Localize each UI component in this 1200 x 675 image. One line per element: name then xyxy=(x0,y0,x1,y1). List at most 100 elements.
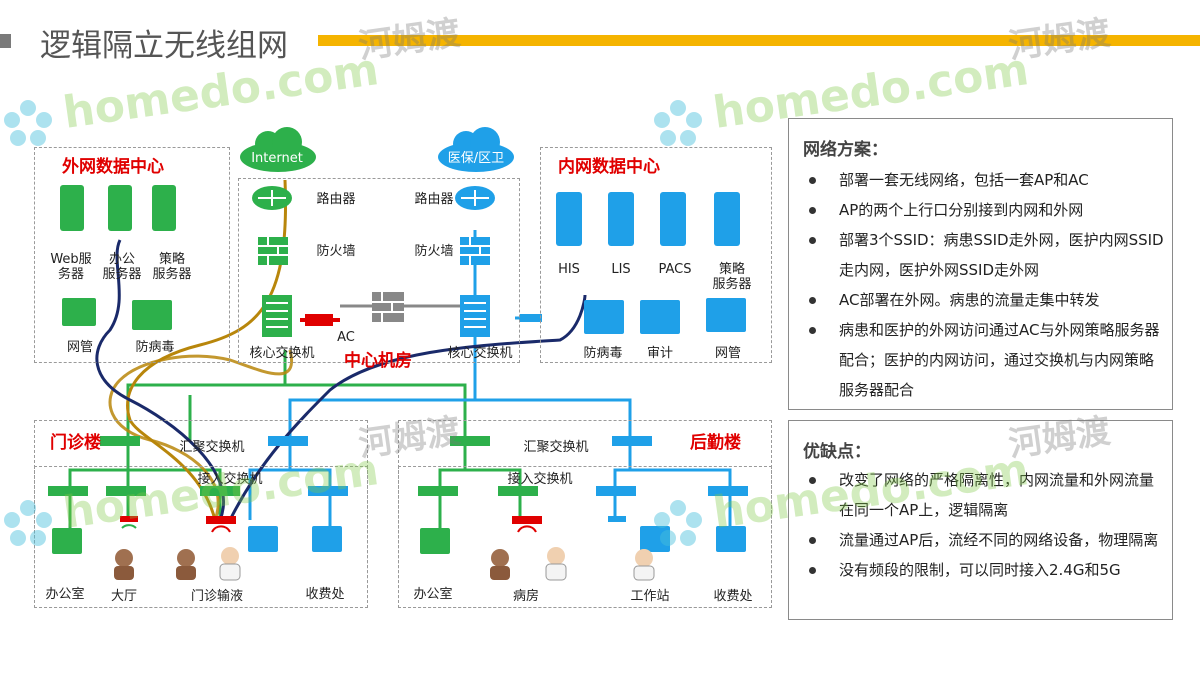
office-server-label: 办公 服务器 xyxy=(102,252,142,282)
inner-datacenter-zone xyxy=(540,147,772,363)
watermark-flower-icon xyxy=(4,100,52,146)
monitor-icon xyxy=(62,298,96,326)
list-item: 部署一套无线网络，包括一套AP和AC xyxy=(803,165,1164,195)
pc-icon xyxy=(420,528,450,554)
antivirus-icon xyxy=(132,300,172,330)
access-point-icon xyxy=(512,516,542,533)
room-label: 办公室 xyxy=(45,587,85,602)
server-icon xyxy=(60,185,84,231)
core-switch-label-right: 核心交换机 xyxy=(447,346,513,361)
switch-icon xyxy=(418,486,458,496)
list-item: 部署3个SSID：病患SSID走外网，医护内网SSID走内网，医护外网SSID走… xyxy=(803,225,1164,285)
room-label: 收费处 xyxy=(713,589,753,604)
list-item: 病患和医护的外网访问通过AC与外网策略服务器配合；医护的内网访问，通过交换机与内… xyxy=(803,315,1164,405)
switch-icon xyxy=(100,436,140,446)
outpatient-access-switch-label: 接入交换机 xyxy=(197,472,263,487)
server-icon xyxy=(108,185,132,231)
antivirus-icon xyxy=(584,300,624,334)
firewall-icon xyxy=(372,292,404,322)
room-label: 收费处 xyxy=(305,587,345,602)
title-accent-bar xyxy=(318,35,1200,46)
patient-flow-path xyxy=(126,179,288,521)
core-switch-icon xyxy=(460,295,490,337)
switch-icon xyxy=(612,436,652,446)
his-label: HIS xyxy=(558,262,580,277)
logistics-access-zone xyxy=(398,466,772,608)
pc-icon xyxy=(52,528,82,554)
pros-cons-list: 改变了网络的严格隔离性，内网流量和外网流量在同一个AP上，逻辑隔离 流量通过AP… xyxy=(803,465,1164,585)
pros-cons-title: 优缺点： xyxy=(803,442,871,462)
list-item: 没有频段的限制，可以同时接入2.4G和5G xyxy=(803,555,1164,585)
list-item: AC部署在外网。病患的流量走集中转发 xyxy=(803,285,1164,315)
web-server-label: Web服 务器 xyxy=(50,252,92,282)
router-icon xyxy=(252,186,292,210)
logistics-agg-switch-label: 汇聚交换机 xyxy=(523,440,589,455)
nms-label: 网管 xyxy=(66,340,93,355)
inner-policy-server-label: 策略 服务器 xyxy=(712,262,752,292)
core-switch-icon xyxy=(262,295,292,337)
audit-label: 审计 xyxy=(646,346,673,361)
switch-icon xyxy=(106,486,146,496)
pc-icon xyxy=(640,526,670,552)
router-icon xyxy=(455,186,495,210)
internet-cloud-label: Internet xyxy=(251,151,303,166)
network-plan-list: 部署一套无线网络，包括一套AP和AC AP的两个上行口分别接到内网和外网 部署3… xyxy=(803,165,1164,405)
logistics-access-switch-label: 接入交换机 xyxy=(507,472,573,487)
person-icon xyxy=(633,549,655,581)
outpatient-agg-switch-label: 汇聚交换机 xyxy=(179,440,245,455)
firewall-icon xyxy=(460,237,490,265)
switch-icons xyxy=(48,436,748,496)
room-label: 工作站 xyxy=(630,589,670,604)
policy-server-label: 策略 服务器 xyxy=(152,252,192,282)
room-label: 大厅 xyxy=(110,589,137,604)
person-icon xyxy=(176,549,196,580)
server-icon xyxy=(608,192,634,246)
lis-label: LIS xyxy=(611,262,631,277)
access-point-icon xyxy=(206,516,236,533)
server-icon xyxy=(714,192,740,246)
audit-icon xyxy=(640,300,680,334)
list-item: AP的两个上行口分别接到内网和外网 xyxy=(803,195,1164,225)
inner-antivirus-label: 防病毒 xyxy=(583,346,623,361)
pacs-label: PACS xyxy=(658,262,692,277)
firewall-label-left: 防火墙 xyxy=(316,244,356,259)
watermark-flower-icon xyxy=(4,500,52,546)
antivirus-label: 防病毒 xyxy=(135,340,175,355)
switch-icon xyxy=(708,486,748,496)
switch-icon xyxy=(308,486,348,496)
switch-icon xyxy=(596,486,636,496)
list-item: 改变了网络的严格隔离性，内网流量和外网流量在同一个AP上，逻辑隔离 xyxy=(803,465,1164,525)
cloud-icon xyxy=(240,127,316,172)
center-room-title: 中心机房 xyxy=(344,351,412,371)
room-label: 门诊输液 xyxy=(190,589,243,604)
room-label: 病房 xyxy=(512,589,539,604)
core-switch-label-left: 核心交换机 xyxy=(249,346,315,361)
router-label-right: 路由器 xyxy=(414,192,454,207)
title-marker xyxy=(0,34,11,48)
person-icon xyxy=(219,547,241,581)
cloud-icon xyxy=(438,127,514,172)
server-icon xyxy=(152,185,176,231)
list-item: 流量通过AP后，流经不同的网络设备，物理隔离 xyxy=(803,525,1164,555)
cashier-icon xyxy=(716,526,746,552)
logistics-title: 后勤楼 xyxy=(690,433,741,453)
switch-icon xyxy=(48,486,88,496)
outer-datacenter-zone xyxy=(34,147,230,363)
cashier-icon xyxy=(312,526,342,552)
insurance-cloud-label: 医保/区卫 xyxy=(447,151,505,166)
person-icon xyxy=(114,549,134,580)
watermark-flower-icon xyxy=(654,100,702,146)
page-title: 逻辑隔立无线组网 xyxy=(40,28,288,64)
pros-cons-panel: 优缺点： 改变了网络的严格隔离性，内网流量和外网流量在同一个AP上，逻辑隔离 流… xyxy=(788,420,1173,620)
access-point-icon xyxy=(608,516,626,522)
switch-icon xyxy=(498,486,538,496)
pc-icon xyxy=(248,526,278,552)
inner-datacenter-title: 内网数据中心 xyxy=(558,157,660,177)
network-plan-panel: 网络方案： 部署一套无线网络，包括一套AP和AC AP的两个上行口分别接到内网和… xyxy=(788,118,1173,410)
staff-inner-flow-path xyxy=(228,294,587,521)
person-icon xyxy=(490,549,510,580)
ac-controller-icon xyxy=(305,314,333,326)
network-plan-title: 网络方案： xyxy=(803,140,888,160)
server-icon xyxy=(556,192,582,246)
